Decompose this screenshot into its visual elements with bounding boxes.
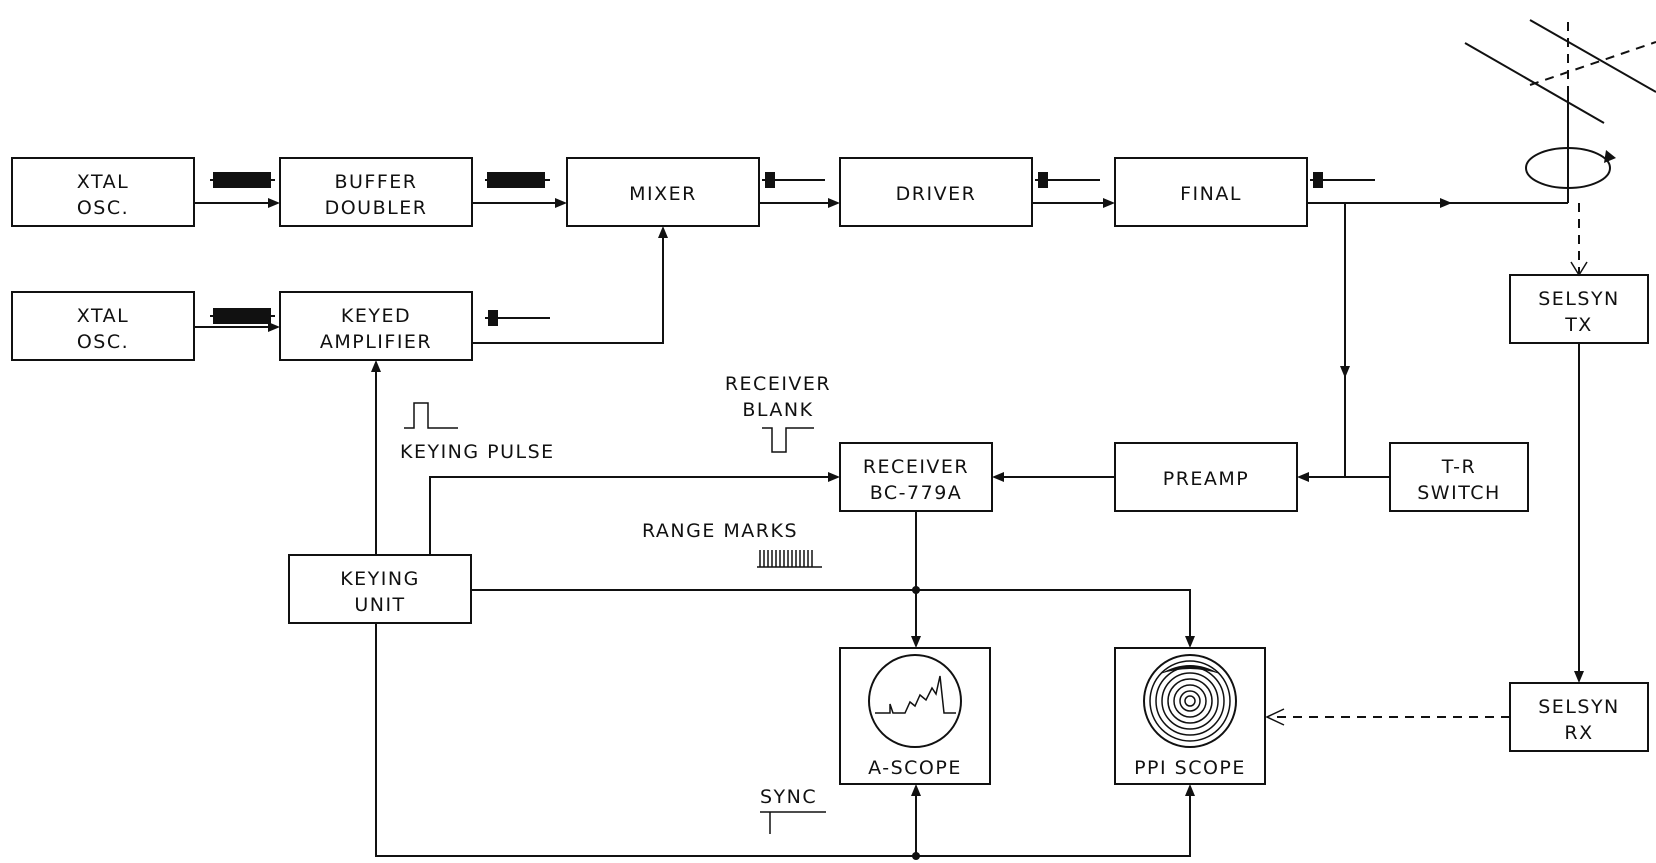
- selsyn-rx-label-line1: SELSYN: [1538, 696, 1620, 718]
- rf-pulse-icon: [1035, 172, 1100, 188]
- selsyn-rx-label-line2: RX: [1564, 722, 1593, 744]
- xtal-osc-1-label-line2: OSC.: [77, 197, 129, 219]
- tr-switch-block: T-R SWITCH: [1389, 442, 1529, 512]
- tr-switch-label-line2: SWITCH: [1417, 482, 1501, 504]
- ppi-scope-block: PPI SCOPE: [1114, 647, 1266, 785]
- keying-unit-label-line2: UNIT: [354, 594, 405, 616]
- ppi-scope-display: [1143, 654, 1237, 748]
- a-scope-block: A-SCOPE: [839, 647, 991, 785]
- preamp-label: PREAMP: [1163, 468, 1250, 490]
- tr-switch-label-line1: T-R: [1441, 456, 1476, 478]
- xtal-osc-1-label-line1: XTAL: [77, 171, 129, 193]
- selsyn-tx-block: SELSYN TX: [1509, 274, 1649, 344]
- a-scope-label: A-SCOPE: [868, 757, 962, 779]
- buffer-doubler-label-line1: BUFFER: [334, 171, 417, 193]
- keying-unit-block: KEYING UNIT: [288, 554, 472, 624]
- buffer-doubler-block: BUFFER DOUBLER: [279, 157, 473, 227]
- rf-burst-icon: [210, 308, 275, 324]
- xtal-osc-1-block: XTAL OSC.: [11, 157, 195, 227]
- signal-connectors: [194, 198, 1588, 860]
- rotating-antenna-icon: [1464, 19, 1656, 203]
- sync-label: SYNC: [760, 786, 817, 808]
- keying-unit-label-line1: KEYING: [340, 568, 420, 590]
- keying-pulse-label: KEYING PULSE: [400, 441, 555, 463]
- xtal-osc-2-block: XTAL OSC.: [11, 291, 195, 361]
- keyed-amplifier-block: KEYED AMPLIFIER: [279, 291, 473, 361]
- receiver-label-line2: BC-779A: [870, 482, 963, 504]
- rf-pulse-icon: [762, 172, 825, 188]
- xtal-osc-2-label-line1: XTAL: [77, 305, 129, 327]
- receiver-blank-label-line1: RECEIVER: [725, 373, 831, 395]
- receiver-blank-label-line2: BLANK: [742, 399, 813, 421]
- xtal-osc-2-label-line2: OSC.: [77, 331, 129, 353]
- rf-burst-icon: [485, 172, 550, 188]
- mixer-block: MIXER: [566, 157, 760, 227]
- receiver-label-line1: RECEIVER: [863, 456, 969, 478]
- preamp-block: PREAMP: [1114, 442, 1298, 512]
- driver-block: DRIVER: [839, 157, 1033, 227]
- final-block: FINAL: [1114, 157, 1308, 227]
- final-label: FINAL: [1180, 183, 1242, 205]
- keyed-amplifier-label-line1: KEYED: [341, 305, 411, 327]
- keyed-amplifier-label-line2: AMPLIFIER: [320, 331, 432, 353]
- range-marks-waveform-icon: [757, 550, 822, 568]
- range-marks-label: RANGE MARKS: [642, 520, 798, 542]
- receiver-block: RECEIVER BC-779A: [839, 442, 993, 512]
- selsyn-tx-label-line2: TX: [1564, 314, 1593, 336]
- driver-label: DRIVER: [896, 183, 977, 205]
- rf-pulse-icon: [1310, 172, 1375, 188]
- selsyn-tx-label-line1: SELSYN: [1538, 288, 1620, 310]
- ppi-scope-label: PPI SCOPE: [1134, 757, 1246, 779]
- selsyn-rx-block: SELSYN RX: [1509, 682, 1649, 752]
- receiver-blank-waveform-icon: [762, 427, 814, 453]
- sync-waveform-icon: [760, 811, 826, 834]
- mixer-label: MIXER: [629, 183, 697, 205]
- a-scope-trace: [875, 675, 956, 714]
- keying-pulse-waveform-icon: [404, 402, 458, 429]
- buffer-doubler-label-line2: DOUBLER: [325, 197, 428, 219]
- rf-burst-icon: [210, 172, 275, 188]
- rf-pulse-icon: [485, 310, 550, 326]
